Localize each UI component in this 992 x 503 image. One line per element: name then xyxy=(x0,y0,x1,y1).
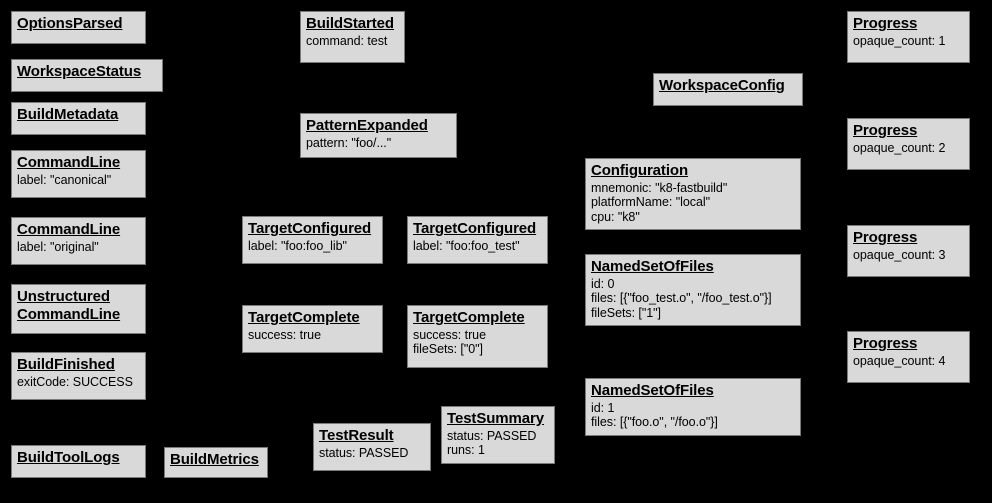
event-node-fields: id: 1 files: [{"foo.o", "/foo.o"}] xyxy=(591,400,718,430)
event-node-fields: label: "canonical" xyxy=(17,172,112,187)
event-node-title: TestSummary xyxy=(447,410,544,427)
event-node-fields: label: "original" xyxy=(17,239,99,254)
event-node-title: BuildStarted xyxy=(306,15,394,32)
event-node-fields: success: true fileSets: ["0"] xyxy=(413,327,486,357)
event-node-title: OptionsParsed xyxy=(17,15,123,32)
event-node-title: CommandLine xyxy=(17,154,121,171)
event-node-fields: opaque_count: 1 xyxy=(853,33,946,48)
event-node-build-tool-logs[interactable]: BuildToolLogs xyxy=(11,445,146,478)
event-node-title: Configuration xyxy=(591,162,689,179)
event-node-fields: opaque_count: 2 xyxy=(853,140,946,155)
event-node-build-metrics[interactable]: BuildMetrics xyxy=(164,447,268,478)
event-node-title: Progress xyxy=(853,122,918,139)
event-node-build-metadata[interactable]: BuildMetadata xyxy=(11,102,146,135)
event-node-title: Progress xyxy=(853,229,918,246)
event-node-title: CommandLine xyxy=(17,221,121,238)
event-node-unstructured-command-line[interactable]: Unstructured CommandLine xyxy=(11,284,146,334)
event-node-title: WorkspaceConfig xyxy=(659,77,785,94)
event-node-fields: opaque_count: 3 xyxy=(853,247,946,262)
event-node-title: BuildMetrics xyxy=(170,451,259,468)
event-node-fields: mnemonic: "k8-fastbuild" platformName: "… xyxy=(591,180,728,224)
event-node-title: TestResult xyxy=(319,427,394,444)
event-node-title: TargetComplete xyxy=(413,309,525,326)
event-node-workspace-status[interactable]: WorkspaceStatus xyxy=(11,59,163,92)
event-node-fields: exitCode: SUCCESS xyxy=(17,374,133,389)
event-node-fields: command: test xyxy=(306,33,388,48)
event-node-title: BuildMetadata xyxy=(17,106,119,123)
event-node-title: TargetConfigured xyxy=(248,220,372,237)
event-node-fields: label: "foo:foo_test" xyxy=(413,238,520,253)
event-node-title: Unstructured CommandLine xyxy=(17,288,121,323)
event-node-title: NamedSetOfFiles xyxy=(591,382,714,399)
event-node-options-parsed[interactable]: OptionsParsed xyxy=(11,11,146,44)
event-node-fields: opaque_count: 4 xyxy=(853,353,946,368)
event-node-title: BuildToolLogs xyxy=(17,449,120,466)
event-node-fields: pattern: "foo/..." xyxy=(306,135,392,150)
event-node-fields: id: 0 files: [{"foo_test.o", "/foo_test.… xyxy=(591,276,772,320)
event-node-fields: status: PASSED runs: 1 xyxy=(447,428,537,458)
event-node-fields: label: "foo:foo_lib" xyxy=(248,238,347,253)
event-node-title: BuildFinished xyxy=(17,356,115,373)
event-node-fields: success: true xyxy=(248,327,321,342)
event-node-title: TargetComplete xyxy=(248,309,360,326)
event-node-fields: status: PASSED xyxy=(319,445,409,460)
event-node-workspace-config[interactable]: WorkspaceConfig xyxy=(653,73,803,106)
event-node-title: Progress xyxy=(853,15,918,32)
event-node-title: Progress xyxy=(853,335,918,352)
event-node-title: PatternExpanded xyxy=(306,117,428,134)
event-node-title: NamedSetOfFiles xyxy=(591,258,714,275)
event-node-title: TargetConfigured xyxy=(413,220,537,237)
event-node-title: WorkspaceStatus xyxy=(17,63,142,80)
